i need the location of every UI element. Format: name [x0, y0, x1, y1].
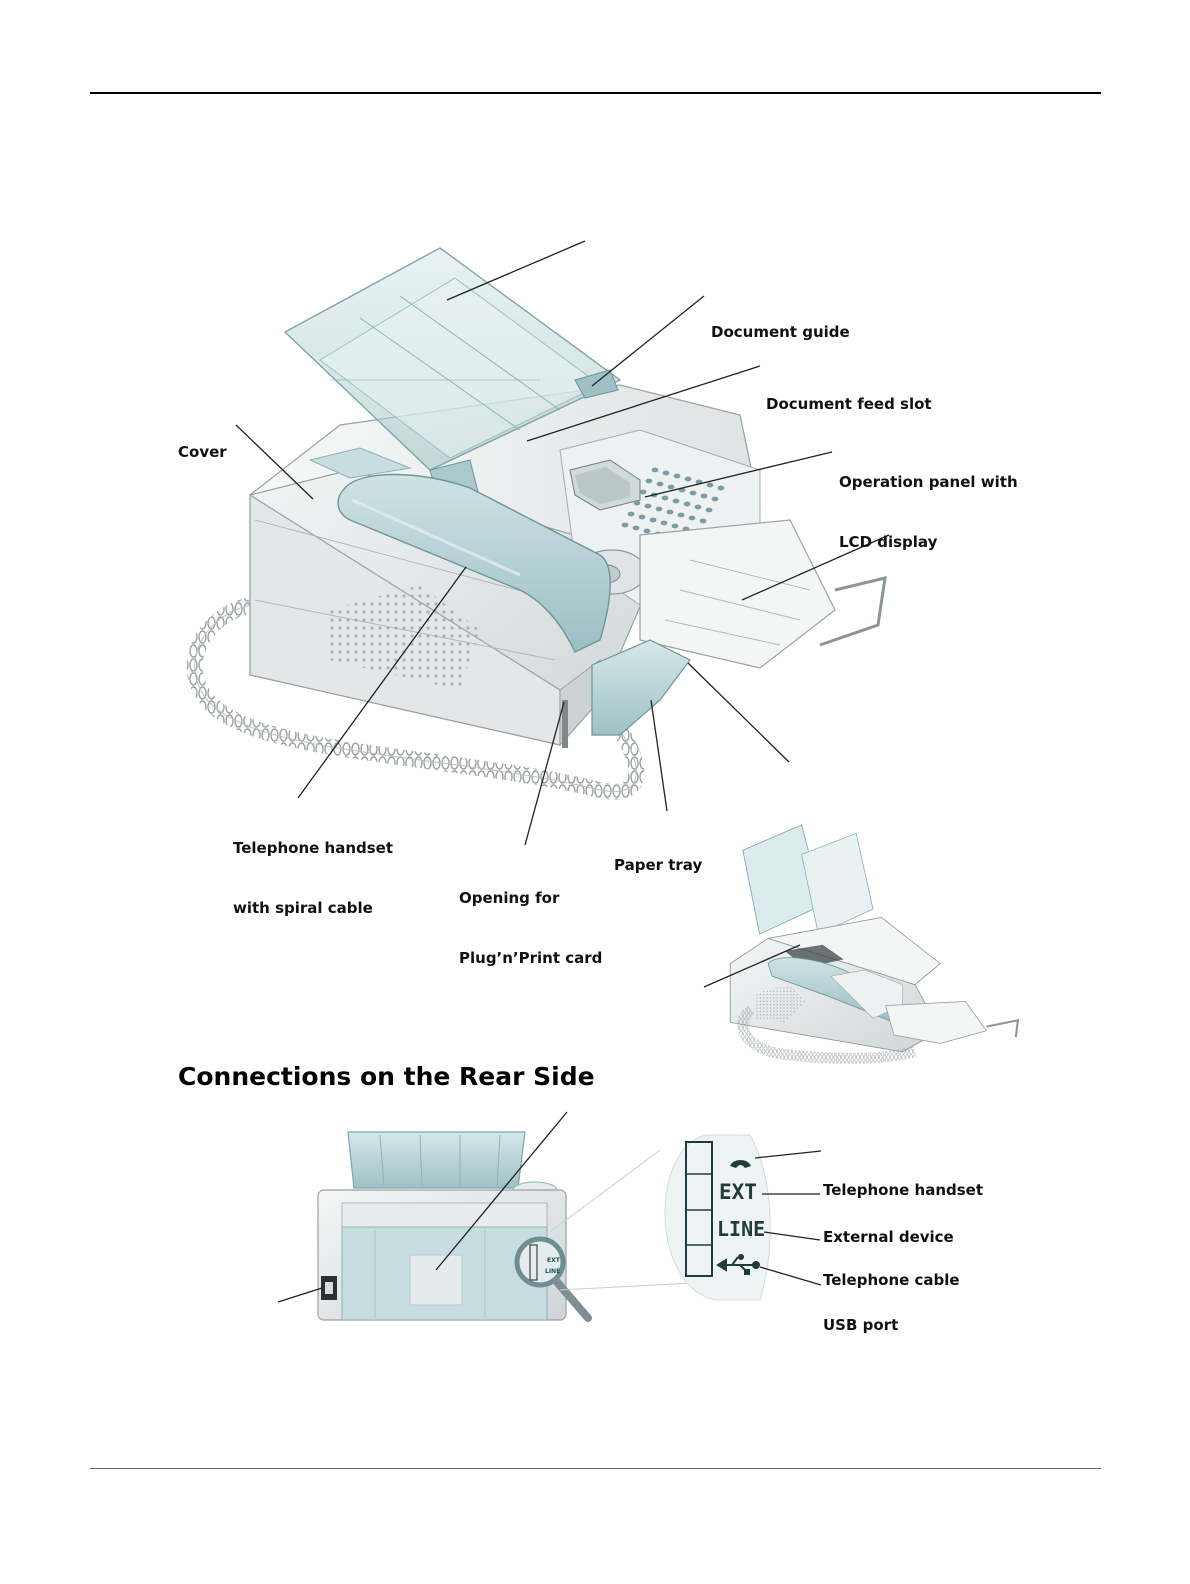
rear-card-panel — [409, 1254, 463, 1306]
label-operation-panel: Operation panel with LCD display — [839, 473, 1018, 551]
usb-port-icon — [716, 1254, 760, 1275]
keypad-key — [688, 515, 696, 521]
magnifier-icon: EXT LINE — [514, 1149, 713, 1322]
keypad-key — [700, 493, 708, 499]
keypad-key — [662, 470, 670, 476]
keypad-key — [638, 514, 646, 520]
port-panel-zoom — [664, 1134, 771, 1301]
keypad-key — [651, 467, 659, 473]
svg-text:EXT: EXT — [547, 1257, 561, 1264]
keypad-key — [656, 481, 664, 487]
label-cover: Cover — [178, 443, 227, 461]
keypad-key — [660, 520, 668, 526]
keypad-key — [699, 518, 707, 524]
top-rule — [90, 92, 1101, 94]
label-conn-external-device: External device — [823, 1228, 954, 1246]
label-telephone-handset: Telephone handset with spiral cable — [233, 839, 394, 917]
line-port-symbol: LINE — [717, 1217, 766, 1241]
keypad-key — [711, 496, 719, 502]
keypad-key — [661, 495, 669, 501]
label-paper-tray: Paper tray — [614, 856, 703, 874]
section-heading: Connections on the Rear Side — [178, 1062, 595, 1091]
keypad-key — [684, 476, 692, 482]
rear-view-machine — [317, 1131, 567, 1321]
label-document-guide: Document guide — [711, 323, 850, 341]
keypad-key — [694, 504, 702, 510]
label-conn-telephone-cable: Telephone cable — [823, 1271, 960, 1289]
keypad-key — [673, 473, 681, 479]
keypad-key — [671, 523, 679, 529]
card-slot — [562, 700, 568, 748]
keypad-key — [689, 490, 697, 496]
svg-text:LINE: LINE — [545, 1268, 560, 1275]
keypad-key — [717, 485, 725, 491]
keypad-key — [655, 506, 663, 512]
handset-port-icon — [730, 1160, 751, 1168]
label-conn-telephone-handset: Telephone handset — [823, 1181, 984, 1199]
keypad-key — [667, 484, 675, 490]
rear-leader-lines — [277, 1111, 822, 1303]
keypad-key — [621, 522, 629, 528]
label-plugnprint-opening: Opening for Plug’n’Print card — [459, 889, 603, 967]
ext-port-symbol: EXT — [719, 1180, 757, 1204]
keypad-key — [672, 498, 680, 504]
leader-lines — [235, 240, 890, 846]
keypad-key — [666, 509, 674, 515]
keypad-key — [677, 512, 685, 518]
top-cover — [249, 384, 761, 606]
keypad-key — [706, 482, 714, 488]
bottom-rule — [90, 1468, 1101, 1469]
keypad-key — [683, 501, 691, 507]
keypad-key — [627, 511, 635, 517]
keypad-key — [643, 528, 651, 534]
document-guide-clip — [574, 369, 619, 399]
telephone-handset — [337, 473, 611, 653]
inset-fax-open-cover — [729, 824, 1020, 1064]
paper-tray — [591, 639, 691, 736]
keypad-key — [705, 507, 713, 513]
label-document-feed-slot: Document feed slot — [766, 395, 932, 413]
inset-leader-line — [703, 944, 801, 988]
keypad-key — [632, 525, 640, 531]
label-conn-usb-port: USB port — [823, 1316, 899, 1334]
keypad-key — [644, 503, 652, 509]
keypad-key — [649, 517, 657, 523]
keypad-key — [645, 478, 653, 484]
speaker-grill — [330, 585, 480, 690]
keypad-key — [633, 500, 641, 506]
keypad-key — [639, 489, 647, 495]
output-tray — [639, 519, 887, 669]
